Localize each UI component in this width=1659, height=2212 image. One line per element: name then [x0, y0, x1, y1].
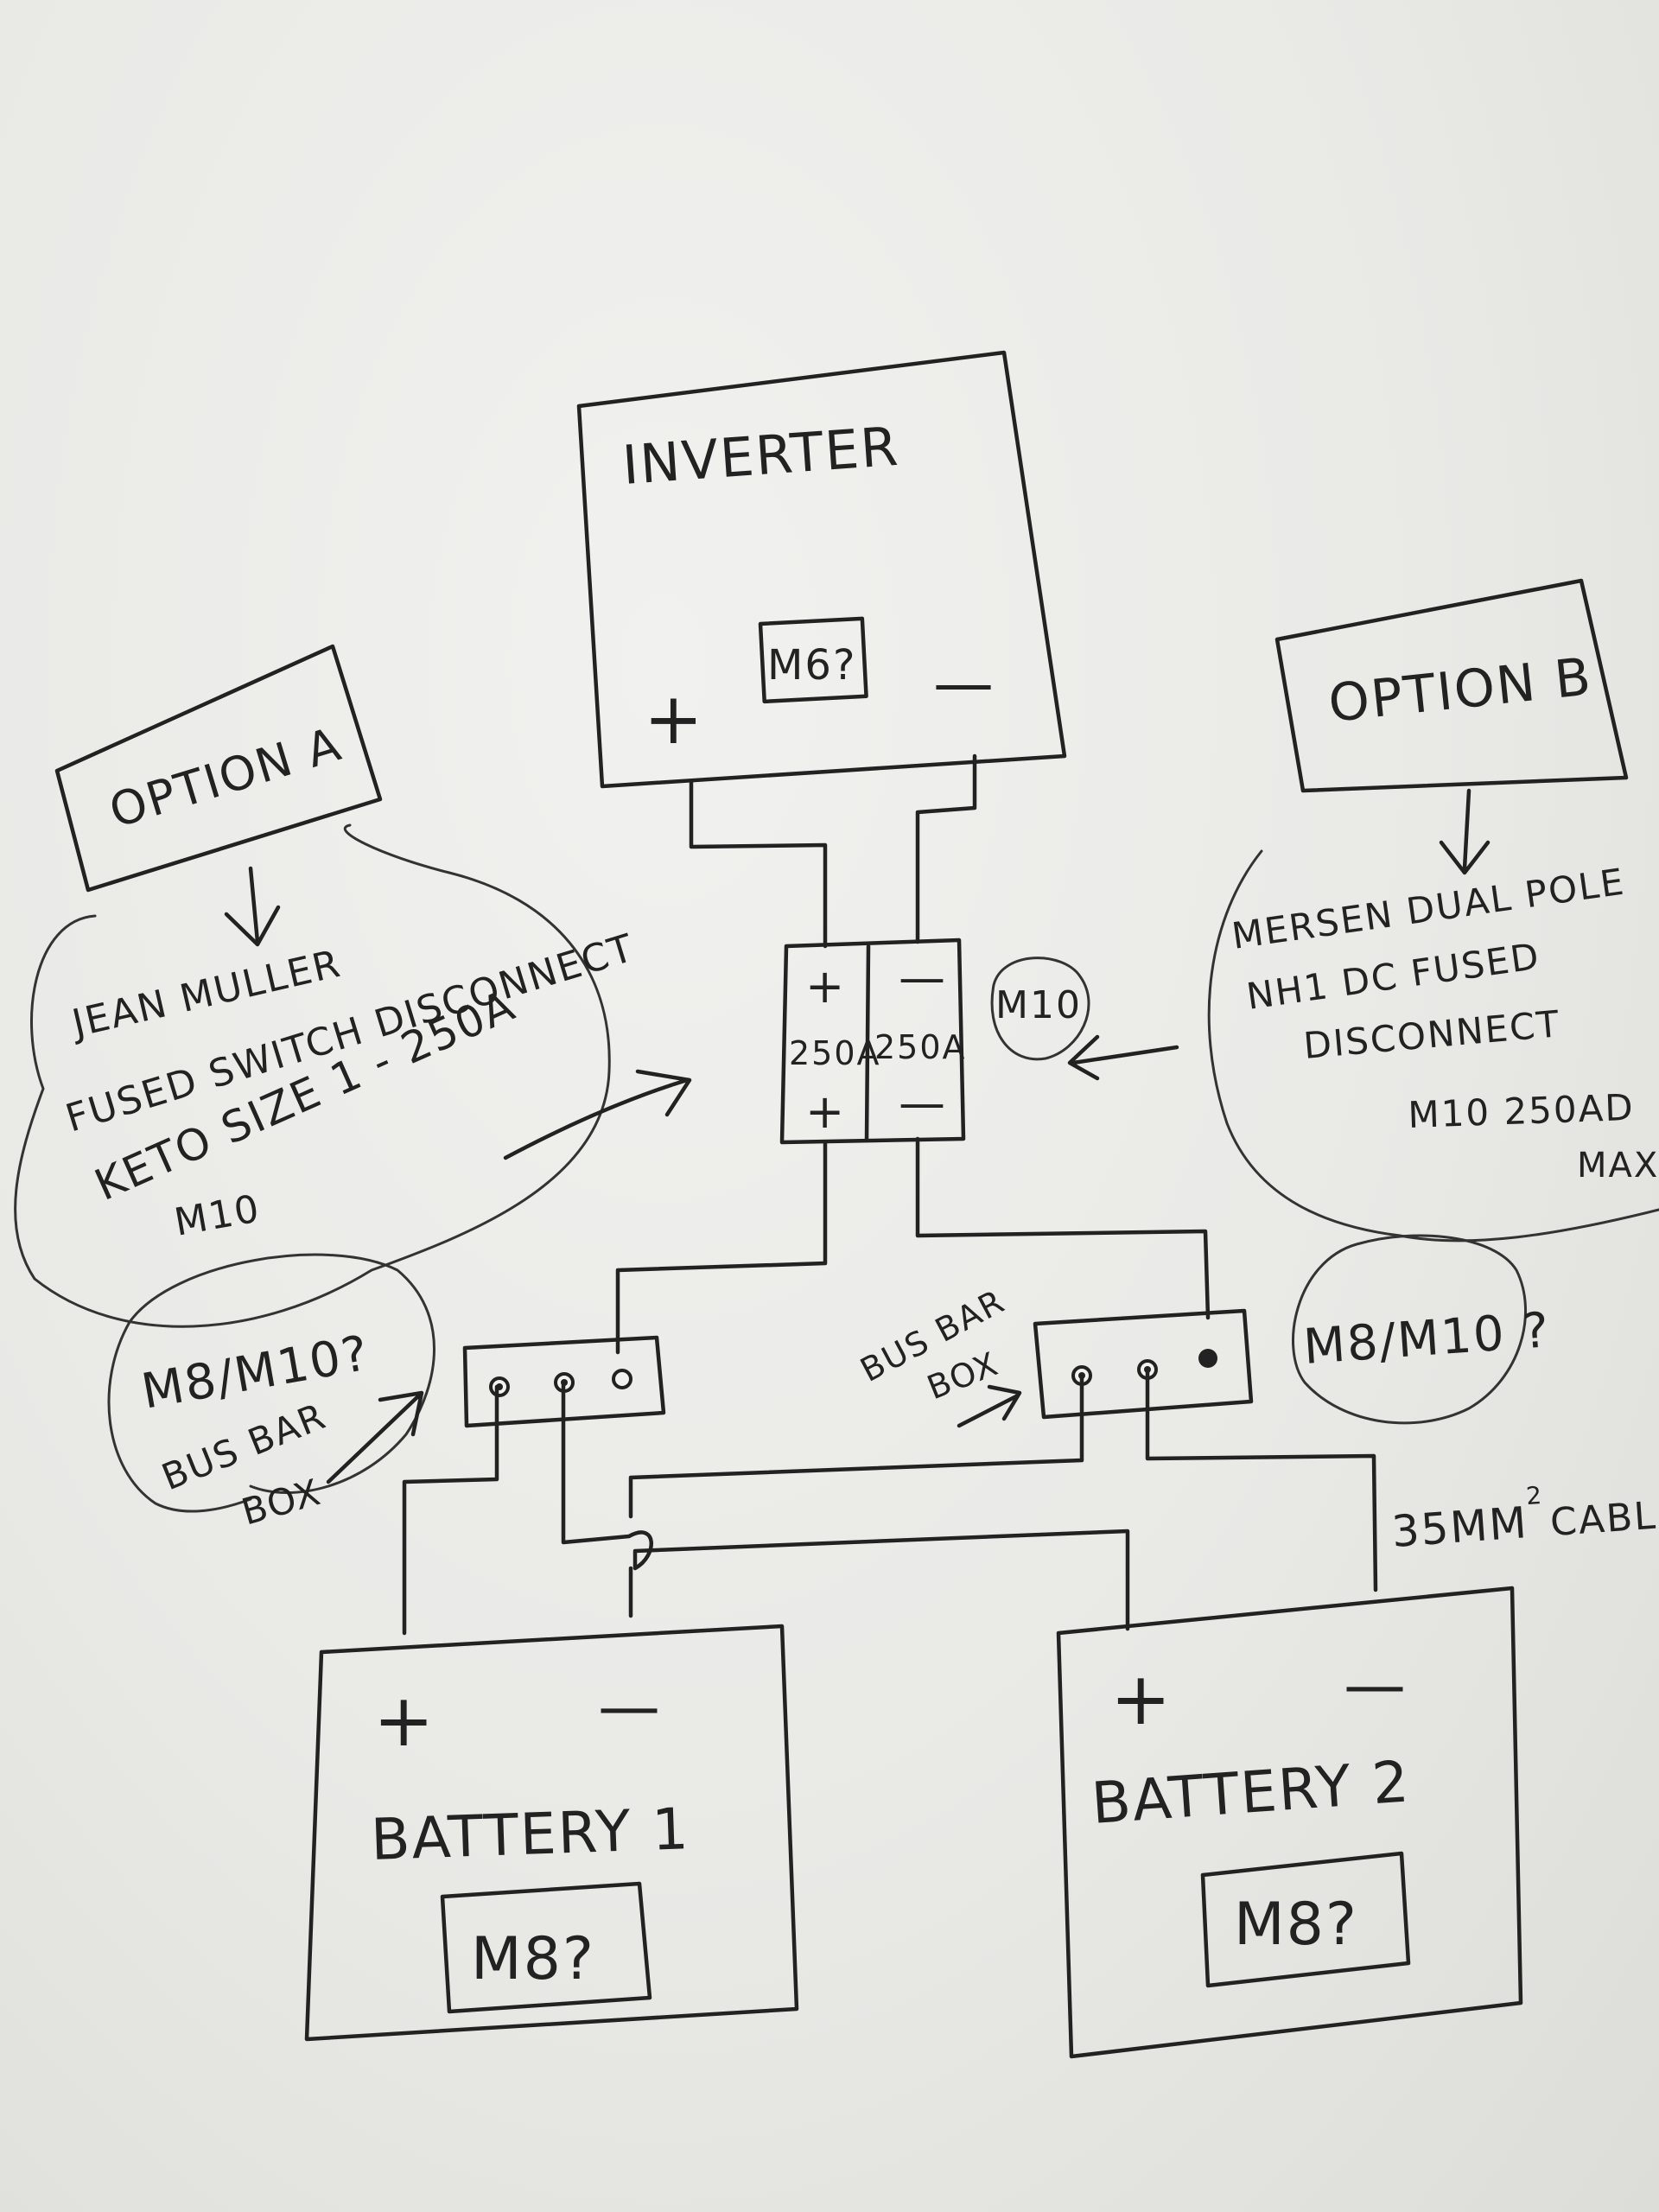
battery-1: + — BATTERY 1 M8?	[304, 1624, 799, 2042]
option-b: OPTION B MERSEN DUAL POLE NH1 DC FUSED D…	[1207, 578, 1659, 1243]
battery-2-plus: +	[1110, 1656, 1173, 1741]
battery-2-minus: —	[1344, 1649, 1408, 1721]
battery-2: + — BATTERY 2 M8?	[1056, 1586, 1523, 2059]
inverter-bolt-box	[758, 616, 868, 704]
fuse-to-left-busbar-lead	[615, 1140, 828, 1355]
bus-bar-right-label-arrow	[957, 1384, 1022, 1428]
battery-2-box	[1056, 1586, 1523, 2059]
option-b-line-4: M10 250AD	[1408, 1086, 1636, 1136]
fuse-bottom-plus: +	[805, 1084, 846, 1139]
option-a-cloud	[14, 823, 611, 1328]
cable-size-suffix: CABLE	[1548, 1492, 1659, 1546]
option-a-arrow	[224, 866, 281, 947]
fuse-left-rating: 250A	[789, 1034, 881, 1072]
option-b-line-3: DISCONNECT	[1302, 1002, 1562, 1067]
battery-1-label: BATTERY 1	[370, 1796, 691, 1873]
fused-disconnect: + — 250A 250A + —	[779, 938, 967, 1145]
battery-1-bolt-box	[440, 1881, 652, 2014]
battery-1-box	[304, 1624, 799, 2042]
fuse-top-minus: —	[899, 950, 947, 1005]
fuse-unit-divider	[864, 944, 871, 1143]
option-b-line-5: MAX	[1577, 1146, 1659, 1185]
bus-bar-left-label-line-2: BOX	[237, 1471, 326, 1534]
bus-right-to-battery-1-negative	[628, 1373, 1084, 1618]
option-b-pointer-arrow	[1067, 1034, 1179, 1081]
inverter-plus: +	[644, 678, 705, 760]
fuse-top-plus: +	[805, 959, 846, 1014]
option-a-line-4: M10	[171, 1186, 264, 1245]
bus-right-to-battery-2-negative	[1145, 1367, 1378, 1592]
option-a-line-2: FUSED SWITCH DISCONNECT	[60, 925, 639, 1141]
battery-2-label: BATTERY 2	[1090, 1748, 1413, 1837]
option-b-cloud	[1207, 849, 1659, 1243]
battery-1-plus: +	[373, 1678, 435, 1763]
fuse-to-right-busbar-lead	[915, 1136, 1211, 1320]
bus-bar-left-bolt-note: M8/M10?	[137, 1325, 373, 1421]
battery-2-bolt-box	[1200, 1851, 1411, 1988]
bus-bar-left-box	[462, 1335, 666, 1428]
fuse-bottom-minus: —	[899, 1076, 947, 1130]
inverter-minus: —	[933, 648, 995, 719]
bus-bar-left-bubble-lower	[107, 1320, 252, 1513]
bus-bar-right-box	[1033, 1308, 1254, 1420]
bus-bar-left-label-arrow	[326, 1390, 424, 1484]
bus-bar-right-bubble	[1292, 1234, 1527, 1425]
option-a-pointer-arrow	[503, 1069, 692, 1160]
option-b-line-1: MERSEN DUAL POLE	[1230, 861, 1628, 957]
inverter: INVERTER M6? + —	[576, 350, 1067, 789]
bus-bar-right-bolt-note: M8/M10 ?	[1301, 1302, 1552, 1376]
bus-bar-left-terminal-3	[612, 1369, 632, 1389]
option-b-arrow	[1439, 788, 1491, 875]
inverter-positive-lead	[689, 779, 828, 949]
option-b-box	[1274, 578, 1629, 793]
battery-1-bolt-label: M8?	[471, 1925, 595, 1993]
option-a: OPTION A JEAN MULLER FUSED SWITCH DISCON…	[14, 644, 692, 1328]
bus-bar-left-bubble	[128, 1253, 435, 1494]
fuse-bolt-note: M10	[995, 983, 1082, 1027]
bus-bar-right: BUS BAR BOX M8/M10 ?	[855, 1234, 1552, 1428]
fuse-unit-box	[779, 938, 966, 1145]
inverter-negative-lead	[915, 753, 977, 944]
inverter-label: INVERTER	[620, 415, 901, 497]
m10-bubble	[990, 957, 1090, 1061]
inverter-box	[576, 350, 1067, 789]
bus-left-to-battery-1-positive	[402, 1384, 499, 1636]
bus-left-to-battery-2-positive	[561, 1380, 1130, 1631]
cable-size-sup: 2	[1525, 1481, 1544, 1510]
bus-bar-right-terminal-3	[1198, 1349, 1217, 1368]
battery-1-minus: —	[598, 1670, 662, 1743]
option-a-box	[54, 644, 383, 893]
option-b-title: OPTION B	[1325, 646, 1595, 734]
fuse-right-rating: 250A	[874, 1028, 967, 1066]
cable-size-text: 35MM	[1390, 1497, 1530, 1557]
battery-2-bolt-label: M8?	[1234, 1891, 1358, 1959]
bus-bar-left: M8/M10? BUS BAR BOX	[107, 1253, 666, 1534]
inverter-bolt-label: M6?	[767, 641, 856, 690]
